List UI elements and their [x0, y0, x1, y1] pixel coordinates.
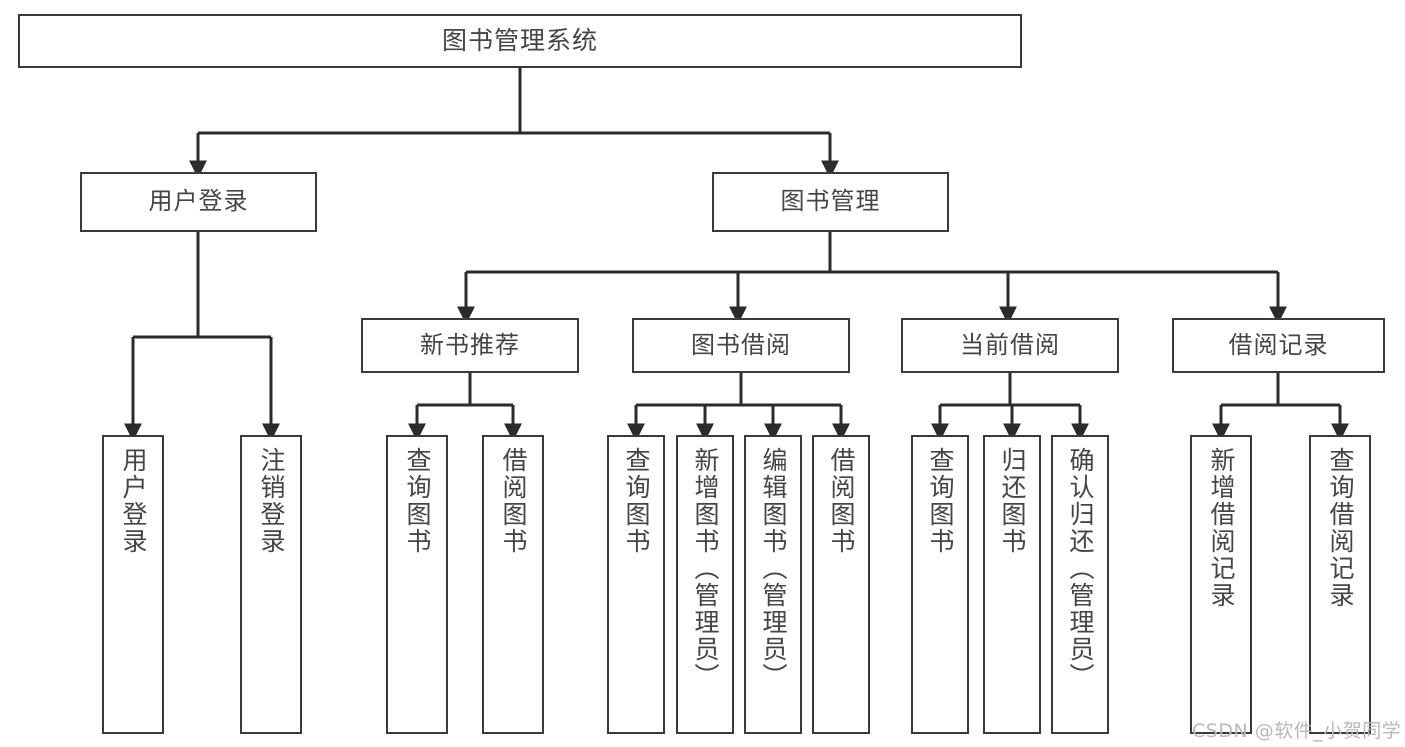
node-leaf-user-logout[interactable]: 注销登录: [240, 435, 302, 734]
node-current-borrow-label: 当前借阅: [960, 330, 1060, 359]
node-leaf-add-borrow-record[interactable]: 新增借阅记录: [1190, 435, 1252, 734]
node-leaf-query-book-2-label: 查询图书: [622, 447, 651, 555]
node-leaf-query-book-3[interactable]: 查询图书: [911, 435, 969, 734]
node-new-book-recommend-label: 新书推荐: [420, 330, 520, 359]
node-user-login-label: 用户登录: [148, 187, 249, 216]
node-leaf-query-book-2[interactable]: 查询图书: [607, 435, 665, 734]
node-current-borrow[interactable]: 当前借阅: [901, 318, 1119, 373]
node-leaf-borrow-book-1-label: 借阅图书: [499, 447, 528, 555]
node-leaf-edit-book[interactable]: 编辑图书（管理员）: [744, 435, 802, 734]
node-new-book-recommend[interactable]: 新书推荐: [361, 318, 579, 373]
node-user-login[interactable]: 用户登录: [80, 172, 317, 232]
node-book-management[interactable]: 图书管理: [712, 172, 949, 232]
node-leaf-confirm-return[interactable]: 确认归还（管理员）: [1051, 435, 1109, 734]
node-leaf-query-book-1-label: 查询图书: [403, 447, 432, 555]
node-leaf-borrow-book-2-label: 借阅图书: [827, 447, 856, 555]
node-leaf-user-logout-label: 注销登录: [257, 447, 286, 555]
node-book-management-label: 图书管理: [780, 187, 881, 216]
node-leaf-query-book-1[interactable]: 查询图书: [386, 435, 448, 734]
node-borrow-record-label: 借阅记录: [1228, 330, 1329, 359]
node-book-borrow-label: 图书借阅: [691, 330, 791, 359]
node-root-label: 图书管理系统: [441, 25, 598, 55]
csdn-watermark: CSDN @软件_小贺同学: [1192, 720, 1402, 742]
node-leaf-borrow-book-1[interactable]: 借阅图书: [482, 435, 544, 734]
node-root[interactable]: 图书管理系统: [18, 14, 1022, 68]
node-leaf-return-book-label: 归还图书: [998, 447, 1027, 555]
node-leaf-query-book-3-label: 查询图书: [926, 447, 955, 555]
node-book-borrow[interactable]: 图书借阅: [632, 318, 850, 373]
node-leaf-user-login[interactable]: 用户登录: [102, 435, 164, 734]
node-leaf-edit-book-label: 编辑图书（管理员）: [759, 447, 788, 690]
node-leaf-user-login-label: 用户登录: [119, 447, 148, 555]
node-borrow-record[interactable]: 借阅记录: [1172, 318, 1385, 373]
node-leaf-query-borrow-record-label: 查询借阅记录: [1326, 447, 1355, 609]
node-leaf-query-borrow-record[interactable]: 查询借阅记录: [1309, 435, 1371, 734]
node-leaf-add-book[interactable]: 新增图书（管理员）: [676, 435, 734, 734]
node-leaf-confirm-return-label: 确认归还（管理员）: [1066, 447, 1095, 690]
node-leaf-add-book-label: 新增图书（管理员）: [691, 447, 720, 690]
node-leaf-borrow-book-2[interactable]: 借阅图书: [812, 435, 870, 734]
node-leaf-return-book[interactable]: 归还图书: [983, 435, 1041, 734]
node-leaf-add-borrow-record-label: 新增借阅记录: [1207, 447, 1236, 609]
